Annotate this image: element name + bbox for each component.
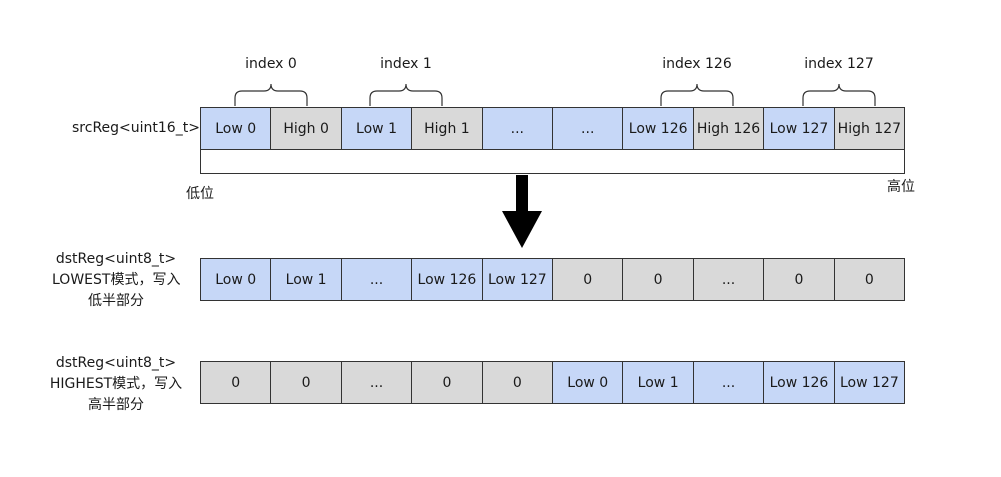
highest-register-cell: Low 0 [553, 362, 624, 403]
lowest-register-cell: 0 [834, 259, 905, 300]
src-register-cell: High 127 [834, 108, 905, 149]
src-register-cell: ... [553, 108, 624, 149]
lowest-register-cell: Low 126 [412, 259, 483, 300]
highest-label-line-1: dstReg<uint8_t> [55, 355, 177, 371]
highest-label-line-2: HIGHEST模式，写入 [49, 376, 183, 392]
lowest-register-cell: ... [341, 259, 413, 300]
lowest-label-line-1: dstReg<uint8_t> [55, 251, 177, 267]
src-register-bit-strip [200, 150, 905, 174]
highest-register-cell: Low 126 [764, 362, 835, 403]
brace-index-1 [369, 83, 443, 106]
src-register-label: srcReg<uint16_t> [72, 120, 200, 136]
highest-register-cell: Low 1 [623, 362, 694, 403]
lowest-register-cell: 0 [553, 259, 624, 300]
index-label-0: index 0 [245, 56, 297, 72]
index-label-1: index 1 [380, 56, 432, 72]
highest-mode-label: dstReg<uint8_t> HIGHEST模式，写入 高半部分 [48, 353, 184, 416]
highest-register-cell: 0 [412, 362, 483, 403]
lowest-register-cell: Low 0 [201, 259, 272, 300]
src-register-cell: High 126 [693, 108, 765, 149]
brace-index-0 [234, 83, 308, 106]
highest-register-cell: 0 [482, 362, 554, 403]
lowest-register-cell: ... [693, 259, 765, 300]
lowest-label-line-3: 低半部分 [88, 293, 144, 309]
index-label-126: index 126 [662, 56, 732, 72]
highest-register-cell: ... [693, 362, 765, 403]
src-register-cell: Low 1 [341, 108, 413, 149]
brace-index-126 [660, 83, 734, 106]
lowest-register-cell: 0 [764, 259, 835, 300]
low-bit-label: 低位 [186, 186, 214, 202]
src-register-cell: Low 127 [764, 108, 835, 149]
high-bit-label: 高位 [887, 179, 915, 195]
highest-label-line-3: 高半部分 [88, 397, 144, 413]
src-register-cell: ... [482, 108, 554, 149]
src-register-cell: High 1 [412, 108, 483, 149]
src-register-cell: High 0 [271, 108, 342, 149]
src-register-cell: Low 126 [623, 108, 694, 149]
lowest-register-cell: Low 1 [271, 259, 342, 300]
brace-index-127 [802, 83, 876, 106]
highest-register-cell: Low 127 [834, 362, 905, 403]
index-label-127: index 127 [804, 56, 874, 72]
src-register-cell: Low 0 [201, 108, 272, 149]
highest-register-cell: ... [341, 362, 413, 403]
lowest-mode-label: dstReg<uint8_t> LOWEST模式，写入 低半部分 [52, 249, 180, 312]
lowest-label-line-2: LOWEST模式，写入 [52, 272, 181, 288]
down-arrow-icon [502, 175, 542, 248]
highest-register-cell: 0 [201, 362, 272, 403]
highest-register-cell: 0 [271, 362, 342, 403]
lowest-register-cell: Low 127 [482, 259, 554, 300]
lowest-register-cell: 0 [623, 259, 694, 300]
